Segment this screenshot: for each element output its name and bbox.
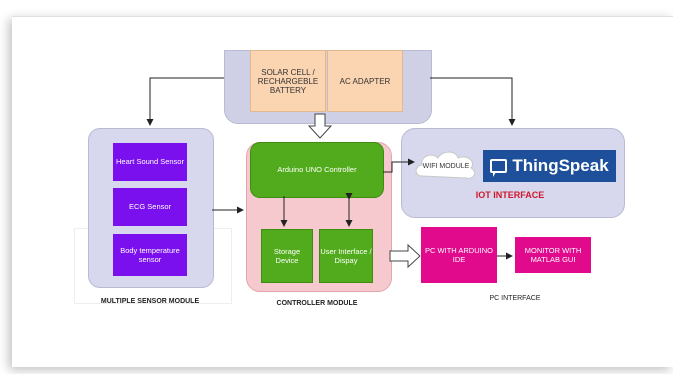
ac-adapter-box: AC ADAPTER	[327, 50, 403, 112]
storage-device-box: Storage Device	[261, 229, 313, 283]
solar-battery-label: SOLAR CELL / RECHARGEBLE BATTERY	[257, 67, 319, 95]
thingspeak-label: ThingSpeak	[512, 156, 609, 175]
heart-sound-sensor-label: Heart Sound Sensor	[116, 157, 184, 167]
pc-arduino-ide-box: PC WITH ARDUINO IDE	[421, 227, 497, 283]
ecg-sensor-box: ECG Sensor	[113, 188, 187, 226]
solar-battery-box: SOLAR CELL / RECHARGEBLE BATTERY	[250, 50, 326, 112]
monitor-matlab-label: MONITOR WITH MATLAB GUI	[524, 245, 582, 264]
arduino-uno-box: Arduino UNO Controller	[250, 142, 384, 198]
hollow-arrow-power-to-controller	[307, 113, 333, 139]
user-interface-label: User Interface / Dispay	[320, 246, 372, 265]
sensor-module-label: MULTIPLE SENSOR MODULE	[100, 298, 200, 305]
controller-module-label: CONTROLLER MODULE	[276, 300, 358, 307]
hollow-arrow-controller-to-pc	[389, 243, 421, 269]
iot-interface-label: IOT INTERFACE	[475, 190, 545, 200]
heart-sound-sensor-box: Heart Sound Sensor	[113, 143, 187, 181]
user-interface-box: User Interface / Dispay	[319, 229, 373, 283]
wifi-module-label: WIFI MODULE	[422, 162, 470, 170]
pc-interface-label: PC INTERFACE	[489, 295, 541, 302]
body-temperature-sensor-label: Body temperature sensor	[120, 245, 180, 264]
pc-arduino-ide-label: PC WITH ARDUINO IDE	[425, 245, 493, 264]
arrow-power-to-iot	[430, 77, 516, 126]
storage-device-label: Storage Device	[273, 246, 301, 265]
ac-adapter-label: AC ADAPTER	[339, 76, 391, 86]
chat-bubble-icon	[490, 159, 508, 177]
cloud-shape	[412, 148, 480, 184]
arrow-controller-to-wifi	[383, 158, 415, 173]
monitor-matlab-box: MONITOR WITH MATLAB GUI	[515, 237, 591, 273]
body-temperature-sensor-box: Body temperature sensor	[113, 234, 187, 276]
arrow-power-to-sensors	[146, 77, 224, 126]
arduino-uno-label: Arduino UNO Controller	[277, 165, 357, 175]
thingspeak-logo: ThingSpeak	[483, 150, 616, 182]
ecg-sensor-label: ECG Sensor	[128, 202, 172, 212]
